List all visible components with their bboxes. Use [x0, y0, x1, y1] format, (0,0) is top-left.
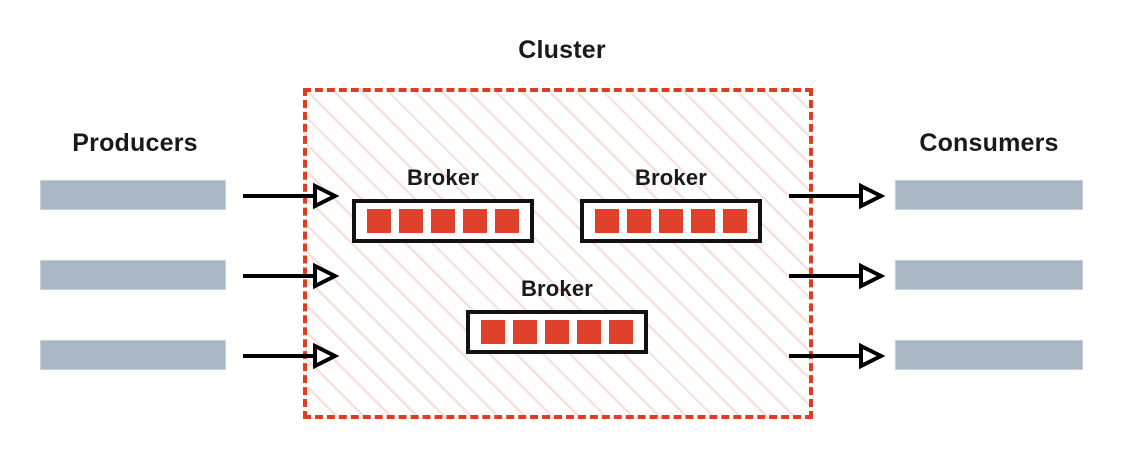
consumer-arrow-2 [789, 262, 886, 290]
broker-1-label: Broker [406, 165, 480, 190]
broker-3-partition-1 [481, 320, 505, 344]
consumer-bar-3[interactable] [895, 340, 1083, 370]
broker-1-partition-5 [495, 209, 519, 233]
broker-1-partition-4 [463, 209, 487, 233]
producer-arrow-1 [243, 182, 340, 210]
broker-2-partition-2 [627, 209, 651, 233]
broker-2-partition-1 [595, 209, 619, 233]
broker-3-label: Broker [520, 276, 594, 301]
consumer-bar-1[interactable] [895, 180, 1083, 210]
consumer-bar-2[interactable] [895, 260, 1083, 290]
broker-2-partition-4 [691, 209, 715, 233]
cluster-title: Cluster [518, 36, 606, 64]
producers-title: Producers [72, 129, 198, 157]
consumer-arrow-3 [789, 342, 886, 370]
broker-1-partition-3 [431, 209, 455, 233]
broker-1-partition-2 [399, 209, 423, 233]
consumers-title: Consumers [919, 129, 1059, 157]
broker-3-partition-4 [577, 320, 601, 344]
cluster-boundary [303, 88, 813, 419]
broker-2[interactable]: Broker [580, 165, 762, 243]
broker-3-partition-5 [609, 320, 633, 344]
broker-1-partition-1 [367, 209, 391, 233]
broker-2-partition-5 [723, 209, 747, 233]
producer-arrow-2 [243, 262, 340, 290]
broker-1[interactable]: Broker [352, 165, 534, 243]
broker-2-partition-3 [659, 209, 683, 233]
broker-3-box [466, 310, 648, 354]
producer-bar-3[interactable] [40, 340, 226, 370]
broker-2-box [580, 199, 762, 243]
broker-3[interactable]: Broker [466, 276, 648, 354]
broker-3-partition-3 [545, 320, 569, 344]
producer-bar-1[interactable] [40, 180, 226, 210]
broker-2-label: Broker [634, 165, 708, 190]
broker-1-box [352, 199, 534, 243]
producer-arrow-3 [243, 342, 340, 370]
consumer-arrow-1 [789, 182, 886, 210]
broker-3-partition-2 [513, 320, 537, 344]
producer-bar-2[interactable] [40, 260, 226, 290]
